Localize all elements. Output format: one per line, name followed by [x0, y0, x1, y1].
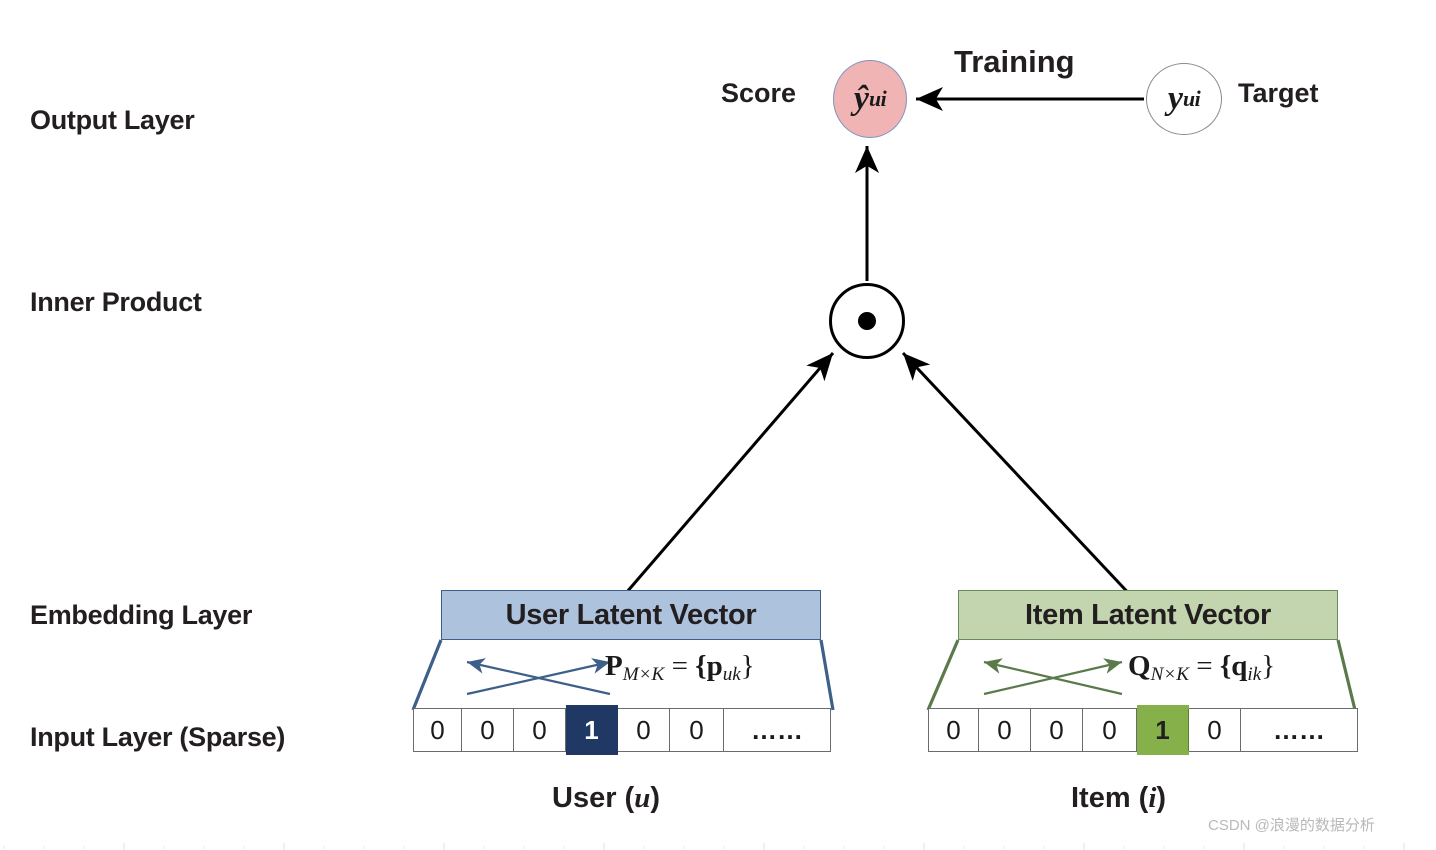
user-cell-4[interactable]: 0: [618, 709, 670, 751]
item-caption-text: Item (: [1071, 782, 1149, 814]
user-caption-close: ): [650, 782, 661, 814]
arrow-user-to-innerproduct: [618, 352, 835, 601]
row-label-inner-product: Inner Product: [30, 287, 202, 317]
user-matrix-set-close: }: [740, 650, 755, 682]
item-cell-2[interactable]: 0: [1031, 709, 1083, 751]
item-matrix-formula: QN×K = {qik}: [1128, 650, 1275, 686]
item-caption: Item (i): [1071, 782, 1166, 815]
target-symbol: y: [1167, 80, 1183, 117]
user-matrix-formula: PM×K = {puk}: [605, 650, 755, 686]
item-cell-ellipsis: ……: [1273, 714, 1325, 745]
item-cell-1[interactable]: 0: [979, 709, 1031, 751]
target-label: Target: [1238, 78, 1319, 108]
user-matrix-equals: =: [671, 650, 688, 682]
item-cell-5[interactable]: 0: [1189, 709, 1241, 751]
user-matrix-dims: M×K: [622, 663, 665, 685]
item-cell-4-active[interactable]: 1: [1137, 709, 1189, 751]
user-matrix-set-subscript: uk: [722, 663, 741, 685]
user-cell-1[interactable]: 0: [462, 709, 514, 751]
item-projection-trapezoid: [926, 639, 1357, 711]
user-cell-5[interactable]: 0: [670, 709, 724, 751]
row-label-output-layer: Output Layer: [30, 105, 195, 135]
predicted-score-symbol: ŷ: [853, 80, 869, 117]
user-caption: User (u): [552, 782, 660, 815]
item-cross-arrow-right: [983, 658, 1123, 696]
user-cell-2[interactable]: 0: [514, 709, 566, 751]
item-matrix-set: {q: [1219, 650, 1248, 682]
page-ruler: [3, 843, 1405, 850]
user-latent-vector-label: User Latent Vector: [505, 598, 757, 631]
user-matrix-symbol: P: [605, 650, 623, 682]
user-onehot-row: 0 0 0 1 0 0 ……: [413, 708, 831, 752]
item-caption-close: ): [1156, 782, 1167, 814]
user-cross-arrow-right: [466, 658, 611, 696]
score-label: Score: [721, 78, 797, 108]
user-cell-0[interactable]: 0: [414, 709, 462, 751]
user-cell-ellipsis: ……: [751, 714, 803, 745]
user-cell-3-active[interactable]: 1: [566, 709, 618, 751]
row-label-input-layer: Input Layer (Sparse): [30, 722, 286, 752]
user-matrix-set: {p: [695, 650, 723, 682]
item-matrix-symbol: Q: [1128, 650, 1151, 682]
target-subscript: ui: [1182, 86, 1201, 111]
item-matrix-equals: =: [1196, 650, 1213, 682]
arrow-item-to-innerproduct: [901, 351, 1137, 602]
item-latent-vector-box[interactable]: Item Latent Vector: [958, 590, 1338, 640]
predicted-score-subscript: ui: [868, 86, 887, 111]
user-caption-text: User (: [552, 782, 635, 814]
user-latent-vector-box[interactable]: User Latent Vector: [441, 590, 821, 640]
item-cell-3[interactable]: 0: [1083, 709, 1137, 751]
item-cell-0[interactable]: 0: [929, 709, 979, 751]
user-caption-variable: u: [634, 782, 651, 814]
dot-product-icon: [858, 312, 876, 330]
item-matrix-set-close: }: [1261, 650, 1276, 682]
item-matrix-dims: N×K: [1150, 663, 1189, 685]
item-latent-vector-label: Item Latent Vector: [1025, 598, 1271, 631]
row-label-embedding-layer: Embedding Layer: [30, 600, 253, 630]
training-arrow-label: Training: [954, 44, 1075, 79]
item-caption-variable: i: [1148, 782, 1157, 814]
item-onehot-row: 0 0 0 0 1 0 ……: [928, 708, 1358, 752]
csdn-watermark: CSDN @浪漫的数据分析: [1208, 817, 1375, 834]
inner-product-node[interactable]: [829, 283, 905, 359]
user-projection-trapezoid: [411, 639, 835, 711]
item-matrix-set-subscript: ik: [1247, 663, 1262, 685]
